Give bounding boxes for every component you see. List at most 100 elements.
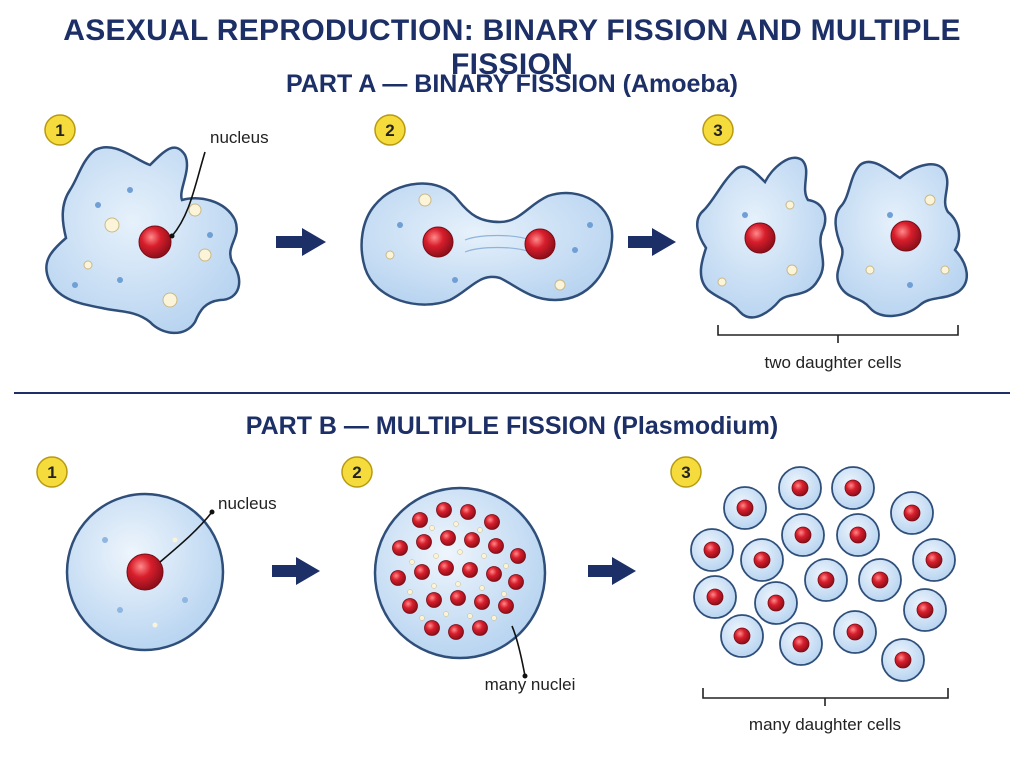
nucleus <box>733 627 751 645</box>
daughter-cell <box>779 622 823 666</box>
step-number: 1 <box>55 121 64 140</box>
vesicles <box>717 194 950 288</box>
vesicle <box>501 591 507 597</box>
nucleus <box>414 564 430 580</box>
nucleus <box>903 504 921 522</box>
vesicle <box>409 559 415 565</box>
daughter-cells-label: two daughter cells <box>764 353 901 372</box>
step-number: 3 <box>713 121 722 140</box>
vesicle <box>479 585 485 591</box>
step-badge: 1 <box>36 456 68 488</box>
daughter-cell <box>890 491 934 535</box>
vesicle <box>491 615 497 621</box>
nucleus <box>791 479 809 497</box>
nucleus <box>138 225 172 259</box>
nucleus <box>440 530 456 546</box>
vesicle <box>481 553 487 559</box>
nucleus <box>402 598 418 614</box>
arrow-right-icon <box>272 557 320 585</box>
nucleus <box>524 228 556 260</box>
vesicles <box>102 537 188 628</box>
nucleus <box>474 594 490 610</box>
nucleus <box>464 532 480 548</box>
vesicle <box>443 611 449 617</box>
step-badge: 3 <box>702 114 734 146</box>
daughter-cell <box>690 528 734 572</box>
nucleus <box>846 623 864 641</box>
vesicle <box>431 583 437 589</box>
nucleus <box>392 540 408 556</box>
arrow-right-icon <box>628 228 676 256</box>
nucleus <box>767 594 785 612</box>
step-number: 2 <box>352 463 361 482</box>
daughter-cell <box>723 486 767 530</box>
part-a-heading: PART A — BINARY FISSION (Amoeba) <box>286 70 738 98</box>
nucleus <box>416 534 432 550</box>
nucleus <box>472 620 488 636</box>
daughter-cell <box>858 558 902 602</box>
step-number: 2 <box>385 121 394 140</box>
daughter-cell <box>903 588 947 632</box>
bracket <box>717 325 959 343</box>
nucleus <box>424 620 440 636</box>
nucleus-pointer-line <box>159 511 213 563</box>
step-number: 1 <box>47 463 56 482</box>
nucleus <box>126 553 164 591</box>
daughter-cell <box>833 610 877 654</box>
part-b-step-1: 1 nucleus <box>36 456 277 652</box>
daughter-cells-label: many daughter cells <box>749 715 901 734</box>
daughter-cell <box>804 558 848 602</box>
part-a-step-3: 3 two daughter cells <box>696 114 968 372</box>
daughter-cell <box>740 538 784 582</box>
nucleus <box>510 548 526 564</box>
nucleus <box>438 560 454 576</box>
daughter-cell <box>836 513 880 557</box>
vesicles <box>72 187 213 308</box>
nucleus <box>390 570 406 586</box>
nucleus <box>744 222 776 254</box>
dividing-amoeba-cell <box>360 182 614 306</box>
diagram-title: ASEXUAL REPRODUCTION: BINARY FISSION AND… <box>63 14 961 81</box>
nucleus <box>817 571 835 589</box>
step-badge: 2 <box>374 114 406 146</box>
nucleus <box>890 220 922 252</box>
bracket <box>702 688 949 706</box>
nucleus-label: nucleus <box>210 128 269 147</box>
nucleus <box>488 538 504 554</box>
nucleus-label: nucleus <box>218 494 277 513</box>
daughter-cell <box>912 538 956 582</box>
arrow-right-icon <box>588 557 636 585</box>
nucleus <box>448 624 464 640</box>
nucleus <box>508 574 524 590</box>
arrow-right-icon <box>276 228 326 256</box>
step-number: 3 <box>681 463 690 482</box>
part-a-step-2: 2 <box>360 114 614 306</box>
nucleus <box>703 541 721 559</box>
nucleus <box>849 526 867 544</box>
many-nuclei <box>390 502 526 640</box>
vesicle <box>433 553 439 559</box>
nucleus <box>706 588 724 606</box>
vesicles <box>385 193 593 291</box>
step-badge: 1 <box>44 114 76 146</box>
part-b-heading: PART B — MULTIPLE FISSION (Plasmodium) <box>245 412 779 440</box>
daughter-cell <box>778 466 822 510</box>
nucleus <box>450 590 466 606</box>
daughter-cell <box>754 581 798 625</box>
section-divider <box>14 392 1010 394</box>
daughter-cell <box>781 513 825 557</box>
nucleus <box>736 499 754 517</box>
daughter-cell <box>831 466 875 510</box>
step-badge: 2 <box>341 456 373 488</box>
nucleus <box>844 479 862 497</box>
nucleus <box>871 571 889 589</box>
nucleus <box>462 562 478 578</box>
nucleus <box>894 651 912 669</box>
nucleus <box>792 635 810 653</box>
step-badge: 3 <box>670 456 702 488</box>
daughter-cell <box>693 575 737 619</box>
nucleus <box>794 526 812 544</box>
multinucleate-cell <box>373 486 547 660</box>
many-nuclei-label: many nuclei <box>485 675 576 694</box>
